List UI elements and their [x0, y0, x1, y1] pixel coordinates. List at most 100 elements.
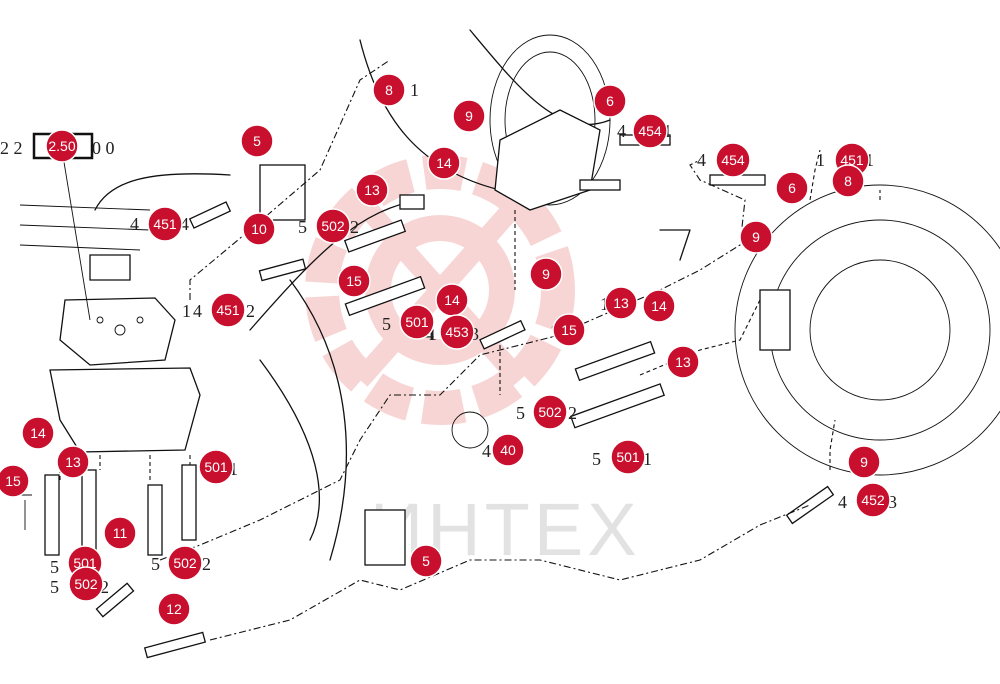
hoses [95, 164, 835, 659]
callout-badge[interactable]: 5 [409, 544, 443, 578]
plain-label: 4 [130, 214, 139, 234]
plain-label: 2 [246, 301, 255, 321]
svg-text:11: 11 [113, 525, 128, 541]
plain-label: 1 [643, 449, 652, 469]
svg-text:15: 15 [561, 322, 577, 338]
callout-badge[interactable]: 453 [439, 314, 475, 350]
plain-label: 5 [50, 577, 59, 597]
callout-badge[interactable]: 502 [532, 394, 568, 430]
callout-badge[interactable]: 454 [632, 113, 668, 149]
svg-text:5: 5 [253, 133, 261, 149]
callout-badge[interactable]: 502 [68, 566, 104, 602]
callout-badge[interactable]: 454 [715, 142, 751, 178]
svg-text:14: 14 [436, 155, 452, 171]
callout-badge[interactable]: 451 [147, 206, 183, 242]
svg-text:14: 14 [30, 425, 46, 441]
callout-badge[interactable]: 9 [452, 99, 486, 133]
callout-badge[interactable]: 452 [855, 482, 891, 518]
callout-badge[interactable]: 13 [666, 345, 700, 379]
svg-text:8: 8 [844, 173, 852, 189]
callout-badge[interactable]: 501 [399, 304, 435, 340]
plain-label: 2 [568, 403, 577, 423]
callout-badge[interactable]: 502 [167, 545, 203, 581]
callout-badge[interactable]: 6 [593, 84, 627, 118]
callout-badge[interactable]: 5 [240, 124, 274, 158]
svg-text:12: 12 [166, 601, 182, 617]
callout-badge[interactable]: 15 [552, 313, 586, 347]
svg-text:502: 502 [321, 218, 345, 234]
callout-badge[interactable]: 9 [847, 445, 881, 479]
svg-text:5: 5 [422, 553, 430, 569]
plain-label: 4 [180, 214, 189, 234]
callout-badge[interactable]: 14 [642, 289, 676, 323]
svg-text:13: 13 [364, 182, 380, 198]
svg-text:15: 15 [346, 273, 362, 289]
callout-badge[interactable]: 451 [210, 292, 246, 328]
callout-badge[interactable]: 10 [242, 212, 276, 246]
plain-label: 1 [816, 150, 825, 170]
svg-text:13: 13 [675, 354, 691, 370]
plain-label: 1 [428, 324, 437, 344]
header-prefix: 2 2 [0, 138, 23, 158]
svg-text:9: 9 [860, 454, 868, 470]
svg-text:10: 10 [251, 221, 267, 237]
callout-badge[interactable]: 8 [831, 164, 865, 198]
plain-label: 5 [516, 403, 525, 423]
plain-label: 4 [838, 492, 847, 512]
callout-badge[interactable]: 14 [427, 146, 461, 180]
callout-badge[interactable]: 8 [372, 73, 406, 107]
svg-text:454: 454 [638, 123, 662, 139]
svg-text:451: 451 [216, 302, 240, 318]
callout-badge[interactable]: 11 [103, 516, 137, 550]
svg-text:6: 6 [788, 180, 796, 196]
svg-text:15: 15 [5, 473, 21, 489]
callout-badge[interactable]: 15 [337, 264, 371, 298]
svg-text:501: 501 [616, 449, 640, 465]
svg-text:9: 9 [465, 108, 473, 124]
header-suffix: 0 0 [92, 138, 115, 158]
callout-badge[interactable]: 13 [56, 445, 90, 479]
callout-badge[interactable]: 13 [355, 173, 389, 207]
plain-label: 5 [50, 557, 59, 577]
header-code-badge[interactable]: 2.50 [45, 129, 79, 163]
plain-label: 5 [382, 314, 391, 334]
plain-label: 5 [592, 449, 601, 469]
plain-label: 3 [888, 492, 897, 512]
svg-text:13: 13 [613, 295, 629, 311]
svg-text:14: 14 [444, 292, 460, 308]
plain-label: 5 [298, 217, 307, 237]
callout-badge[interactable]: 501 [610, 439, 646, 475]
header-leader-line [61, 149, 91, 321]
plain-label: 4 [482, 441, 491, 461]
callout-badge[interactable]: 502 [315, 208, 351, 244]
plain-label: 2 [350, 217, 359, 237]
svg-text:502: 502 [173, 555, 197, 571]
plain-label: 4 [193, 301, 202, 321]
callout-badge[interactable]: 15 [0, 464, 30, 498]
svg-text:6: 6 [606, 93, 614, 109]
callout-badge[interactable]: 14 [435, 283, 469, 317]
plain-label: 4 [617, 121, 626, 141]
callout-badge[interactable]: 9 [739, 220, 773, 254]
svg-text:14: 14 [651, 298, 667, 314]
svg-text:13: 13 [65, 454, 81, 470]
callouts: 5 5 8 9 6 454 454 451 6 8 14 13 502 451 … [0, 73, 891, 626]
callout-badge[interactable]: 12 [157, 592, 191, 626]
right-sprocket-drawing [734, 184, 1000, 476]
svg-text:9: 9 [542, 266, 550, 282]
svg-text:454: 454 [721, 152, 745, 168]
svg-text:502: 502 [74, 576, 98, 592]
plain-label: 5 [151, 554, 160, 574]
plain-label: 2 [202, 554, 211, 574]
callout-badge[interactable]: 6 [775, 171, 809, 205]
callout-badge[interactable]: 9 [529, 257, 563, 291]
callout-badge[interactable]: 13 [604, 286, 638, 320]
svg-text:451: 451 [153, 216, 177, 232]
callout-badge[interactable]: 501 [198, 449, 234, 485]
plain-label: 1 [410, 80, 419, 100]
callout-badge[interactable]: 14 [21, 416, 55, 450]
svg-text:501: 501 [405, 314, 429, 330]
callout-badge[interactable]: 40 [491, 433, 525, 467]
svg-text:452: 452 [861, 492, 885, 508]
header-code: 2.50 [48, 138, 75, 154]
